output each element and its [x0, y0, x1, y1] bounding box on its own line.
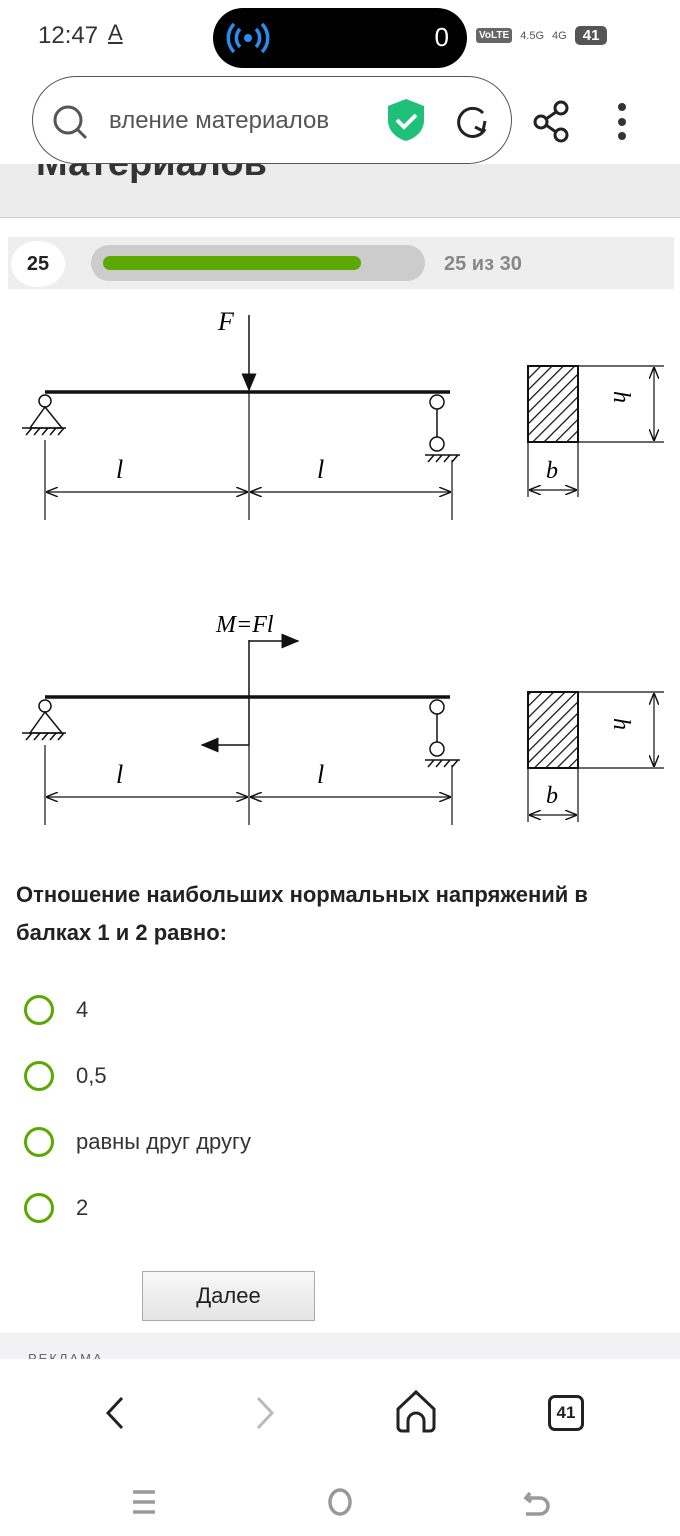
radio-button[interactable] — [24, 1061, 54, 1091]
beam-2: M=Fl l l h b — [22, 612, 664, 825]
cross-section: h b — [527, 691, 664, 822]
volte-icon: VoLTE — [476, 28, 513, 43]
answer-option[interactable]: 0,5 — [24, 1061, 107, 1091]
address-bar[interactable]: вление материалов — [32, 76, 512, 164]
ad-banner: РЕКЛАМА — [0, 1333, 680, 1359]
home-icon[interactable] — [394, 1389, 438, 1435]
broadcast-icon — [226, 22, 270, 54]
tabs-button[interactable]: 41 — [548, 1395, 584, 1431]
ad-label: РЕКЛАМА — [28, 1351, 104, 1359]
height-label: h — [608, 391, 634, 403]
forward-icon[interactable] — [250, 1395, 280, 1431]
span-label: l — [116, 455, 123, 484]
progress-bar — [91, 245, 425, 281]
url-text[interactable]: вление материалов — [109, 107, 330, 134]
hotspot-pill[interactable]: 0 — [213, 8, 467, 68]
radio-button[interactable] — [24, 1193, 54, 1223]
shield-check-icon[interactable] — [385, 97, 427, 143]
signal-icon: 4.5G — [520, 29, 545, 42]
reload-icon[interactable] — [453, 103, 493, 143]
beam-diagram: F l l h b M=Fl l l h b — [22, 307, 664, 825]
home-system-icon[interactable] — [326, 1487, 354, 1517]
search-icon — [53, 105, 88, 140]
question-number: 25 — [11, 241, 65, 287]
signal-icon-2: 4G — [552, 29, 567, 42]
quiz-progress: 25 25 из 30 — [8, 237, 674, 289]
roller-support — [425, 394, 460, 463]
progress-fill — [103, 256, 362, 270]
radio-button[interactable] — [24, 995, 54, 1025]
roller-support — [425, 699, 460, 768]
status-bar: 12:47 A 0 VoLTE 4.5G 4G 41 — [0, 0, 680, 72]
beam-1: F l l h b — [22, 307, 664, 520]
recent-apps-icon[interactable] — [130, 1487, 158, 1517]
progress-label: 25 из 30 — [444, 253, 522, 275]
radio-button[interactable] — [24, 1127, 54, 1157]
option-label[interactable]: равны друг другу — [76, 1129, 252, 1154]
accessibility-indicator: A — [108, 20, 123, 45]
clock: 12:47 — [38, 22, 99, 49]
moment-symbol — [200, 633, 300, 753]
option-label[interactable]: 0,5 — [76, 1063, 107, 1088]
force-label: F — [217, 307, 235, 336]
pin-support — [22, 699, 66, 741]
page-title: Материалов — [36, 164, 267, 185]
browser-nav-bar: 41 — [0, 1359, 680, 1536]
option-label[interactable]: 4 — [76, 997, 89, 1022]
battery-icon: 41 — [574, 26, 608, 45]
next-button[interactable]: Далее — [142, 1271, 315, 1321]
moment-label: M=Fl — [215, 612, 274, 638]
width-label: b — [546, 783, 558, 809]
back-icon[interactable] — [100, 1395, 130, 1431]
status-icons: VoLTE 4.5G 4G 41 — [476, 26, 608, 45]
page-header: Материалов — [0, 164, 680, 218]
answer-option[interactable]: 4 — [24, 995, 88, 1025]
pin-support — [22, 394, 66, 436]
span-label: l — [317, 455, 324, 484]
pill-count: 0 — [434, 22, 449, 52]
height-label: h — [608, 718, 634, 730]
question-text: Отношение наибольших нормальных напряжен… — [16, 882, 588, 945]
width-label: b — [546, 458, 558, 484]
system-back-icon[interactable] — [522, 1487, 552, 1519]
span-label: l — [116, 760, 123, 789]
span-label: l — [317, 760, 324, 789]
option-label[interactable]: 2 — [76, 1195, 89, 1220]
more-vertical-icon[interactable] — [614, 102, 630, 142]
share-icon[interactable] — [532, 100, 572, 144]
answer-option[interactable]: 2 — [24, 1193, 88, 1223]
cross-section: h b — [527, 365, 664, 497]
answer-option[interactable]: равны друг другу — [24, 1127, 251, 1157]
